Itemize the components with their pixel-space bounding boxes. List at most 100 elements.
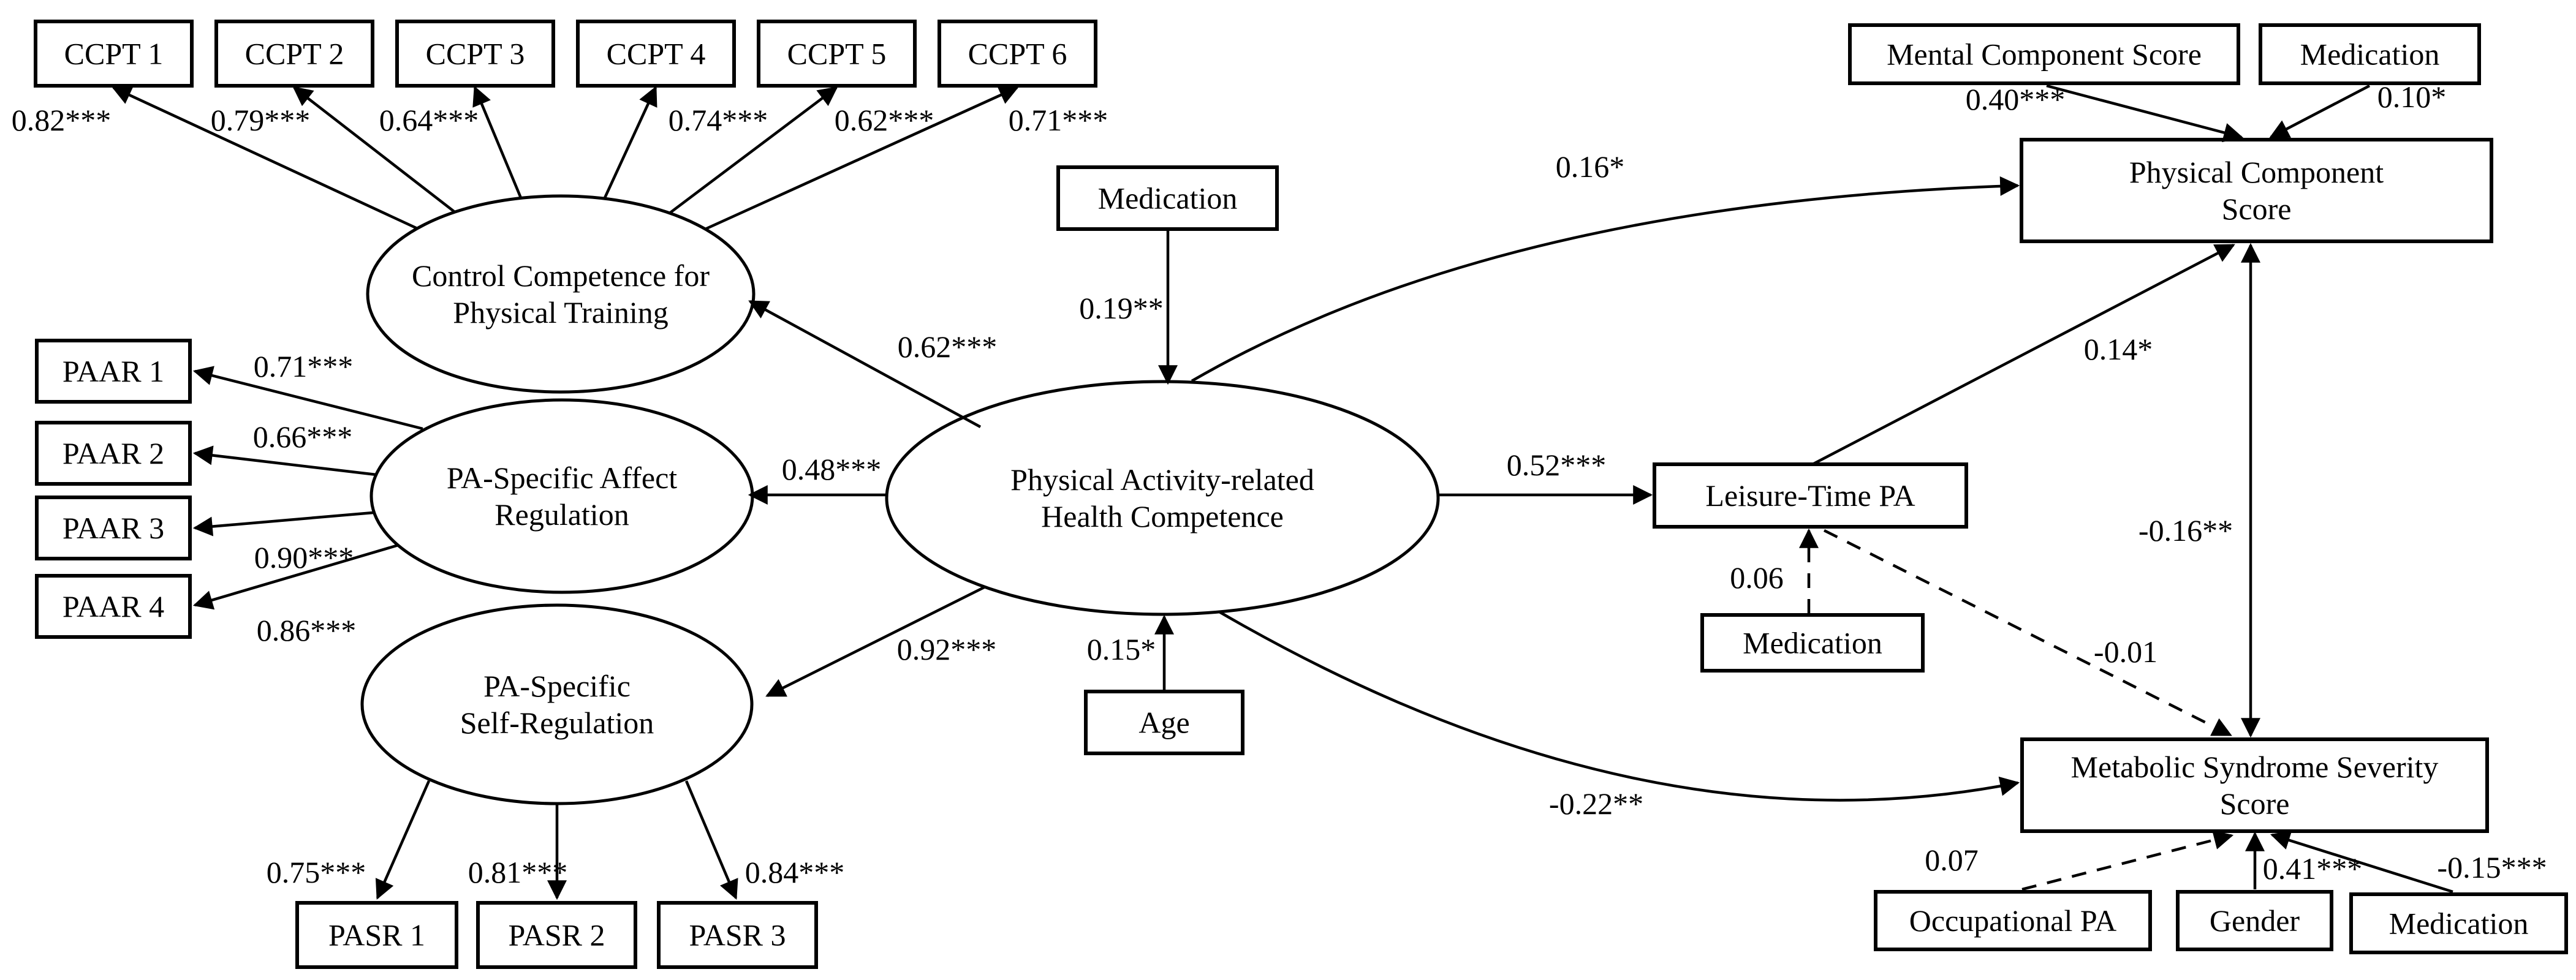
physical-component-score-label: Physical Component bbox=[2129, 155, 2384, 189]
edge-medication-to-pcs: 0.10* bbox=[2269, 80, 2446, 138]
ar-to-paar1-coefficient-label: 0.71*** bbox=[254, 349, 354, 383]
medication-msss-label: Medication bbox=[2389, 907, 2529, 941]
ccpt-3-rect bbox=[395, 20, 555, 88]
edge-cc-to-ccpt6: 0.71*** bbox=[705, 86, 1108, 231]
ccpt-1-rect bbox=[34, 20, 194, 88]
ccpt-6-rect bbox=[938, 20, 1097, 88]
mcs-to-pcs-coefficient-label: 0.40*** bbox=[1966, 82, 2066, 116]
edge-pahc-to-pcs: 0.16* bbox=[1191, 149, 2020, 382]
paar-4-rect bbox=[35, 574, 192, 639]
sr-to-pasr2-coefficient-label: 0.81*** bbox=[468, 855, 568, 889]
pa-specific-affect-regulation-label: PA-Specific Affect bbox=[447, 461, 677, 495]
node-pasr-1: PASR 1 bbox=[295, 901, 458, 969]
edge-pahc-to-cc: 0.62*** bbox=[748, 300, 997, 428]
node-ccpt-3: CCPT 3 bbox=[395, 20, 555, 88]
node-ccpt-6: CCPT 6 bbox=[938, 20, 1097, 88]
edge-sr-to-pasr3: 0.84*** bbox=[684, 780, 845, 900]
sr-to-pasr1-coefficient-label: 0.75*** bbox=[267, 855, 366, 889]
node-ccpt-5: CCPT 5 bbox=[757, 20, 917, 88]
gender-rect bbox=[2176, 890, 2333, 951]
leisure-time-pa-label: Leisure-Time PA bbox=[1705, 478, 1915, 513]
node-medication-pahc: Medication bbox=[1056, 165, 1279, 231]
cc-to-ccpt1-coefficient-label: 0.82*** bbox=[12, 103, 112, 137]
edge-pahc-to-ltpa: 0.52*** bbox=[1438, 448, 1653, 505]
cc-to-ccpt5-line bbox=[669, 86, 838, 214]
ccpt-4-label: CCPT 4 bbox=[607, 37, 706, 71]
edge-ar-to-paar1: 0.71*** bbox=[192, 349, 423, 431]
cc-to-ccpt1-line bbox=[112, 86, 418, 230]
pa-specific-self-regulation-ellipse bbox=[360, 603, 754, 805]
edge-ar-to-paar3: 0.90*** bbox=[192, 511, 374, 575]
medication-to-msss-line bbox=[2270, 831, 2453, 894]
paar-4-label: PAAR 4 bbox=[63, 589, 164, 624]
medication-pcs-label: Medication bbox=[2300, 37, 2440, 72]
ccpt-5-rect bbox=[757, 20, 917, 88]
edge-ltpa-to-msss: -0.01 bbox=[1823, 529, 2232, 737]
node-pasr-3: PASR 3 bbox=[657, 901, 818, 969]
medication-ltpa-label: Medication bbox=[1743, 626, 1882, 660]
mental-component-score-label: Mental Component Score bbox=[1887, 37, 2202, 72]
paar-2-label: PAAR 2 bbox=[63, 436, 164, 470]
edge-cc-to-ccpt4: 0.74*** bbox=[603, 86, 768, 198]
pcs-msss-covariance-coefficient-label: -0.16** bbox=[2138, 513, 2233, 548]
metabolic-syndrome-severity-score-label: Score bbox=[2220, 786, 2290, 821]
edge-cc-to-ccpt3: 0.64*** bbox=[379, 86, 523, 198]
paar-3-rect bbox=[35, 496, 192, 560]
ar-to-paar2-line bbox=[192, 445, 377, 477]
edge-sr-to-pasr1: 0.75*** bbox=[267, 780, 431, 900]
medication-to-pcs-line bbox=[2269, 85, 2371, 138]
medication-to-msss-coefficient-label: -0.15*** bbox=[2437, 850, 2547, 884]
pasr-2-rect bbox=[476, 901, 637, 969]
paar-1-label: PAAR 1 bbox=[63, 354, 164, 388]
edge-medication-to-msss: -0.15*** bbox=[2270, 831, 2547, 894]
node-leisure-time-pa: Leisure-Time PA bbox=[1653, 462, 1968, 529]
physical-activity-related-health-competence-label: Physical Activity-related bbox=[1010, 462, 1314, 497]
sr-to-pasr3-line bbox=[684, 780, 738, 900]
age-to-pahc-coefficient-label: 0.15* bbox=[1087, 632, 1156, 666]
cc-to-ccpt4-coefficient-label: 0.74*** bbox=[669, 103, 768, 137]
node-medication-pcs: Medication bbox=[2259, 23, 2481, 85]
ar-to-paar1-line bbox=[192, 366, 423, 431]
pahc-to-sr-coefficient-label: 0.92*** bbox=[897, 632, 997, 666]
node-medication-msss: Medication bbox=[2349, 892, 2568, 954]
medication-to-ltpa-coefficient-label: 0.06 bbox=[1730, 560, 1784, 595]
pahc-to-msss-line bbox=[1218, 611, 2020, 802]
edge-pahc-to-sr: 0.92*** bbox=[765, 585, 997, 698]
medication-to-pahc-coefficient-label: 0.19** bbox=[1079, 291, 1164, 325]
physical-component-score-rect bbox=[2020, 138, 2493, 243]
node-occupational-pa: Occupational PA bbox=[1874, 890, 2152, 951]
node-paar-3: PAAR 3 bbox=[35, 496, 192, 560]
pa-specific-affect-regulation-label: Regulation bbox=[494, 497, 629, 532]
edge-ar-to-paar4: 0.86*** bbox=[192, 543, 399, 647]
edge-pahc-to-ar: 0.48*** bbox=[748, 452, 887, 505]
pa-specific-self-regulation-label: Self-Regulation bbox=[460, 706, 654, 740]
medication-pahc-rect bbox=[1056, 165, 1279, 231]
physical-component-score-label: Score bbox=[2222, 192, 2292, 226]
pasr-3-rect bbox=[657, 901, 818, 969]
leisure-time-pa-rect bbox=[1653, 462, 1968, 529]
ltpa-to-msss-coefficient-label: -0.01 bbox=[2094, 635, 2157, 669]
edge-age-to-pahc: 0.15* bbox=[1087, 614, 1174, 690]
node-paar-4: PAAR 4 bbox=[35, 574, 192, 639]
metabolic-syndrome-severity-score-rect bbox=[2020, 737, 2489, 833]
pasr-3-label: PASR 3 bbox=[689, 918, 786, 952]
node-pasr-2: PASR 2 bbox=[476, 901, 637, 969]
cc-to-ccpt2-line bbox=[292, 86, 456, 213]
occupational-pa-to-msss-coefficient-label: 0.07 bbox=[1925, 843, 1979, 877]
ccpt-1-label: CCPT 1 bbox=[64, 37, 164, 71]
sr-to-pasr3-coefficient-label: 0.84*** bbox=[745, 855, 845, 889]
pasr-1-label: PASR 1 bbox=[328, 918, 425, 952]
pahc-to-pcs-line bbox=[1191, 176, 2020, 382]
edge-cc-to-ccpt2: 0.79*** bbox=[211, 86, 456, 213]
pahc-to-ar-coefficient-label: 0.48*** bbox=[782, 452, 882, 486]
edge-medication-to-pahc: 0.19** bbox=[1079, 230, 1178, 385]
occupational-pa-label: Occupational PA bbox=[1909, 903, 2116, 938]
sr-to-pasr1-line bbox=[375, 780, 431, 900]
medication-ltpa-rect bbox=[1700, 613, 1925, 673]
ccpt-3-label: CCPT 3 bbox=[426, 37, 525, 71]
ar-to-paar3-coefficient-label: 0.90*** bbox=[254, 540, 354, 575]
medication-pcs-rect bbox=[2259, 23, 2481, 85]
